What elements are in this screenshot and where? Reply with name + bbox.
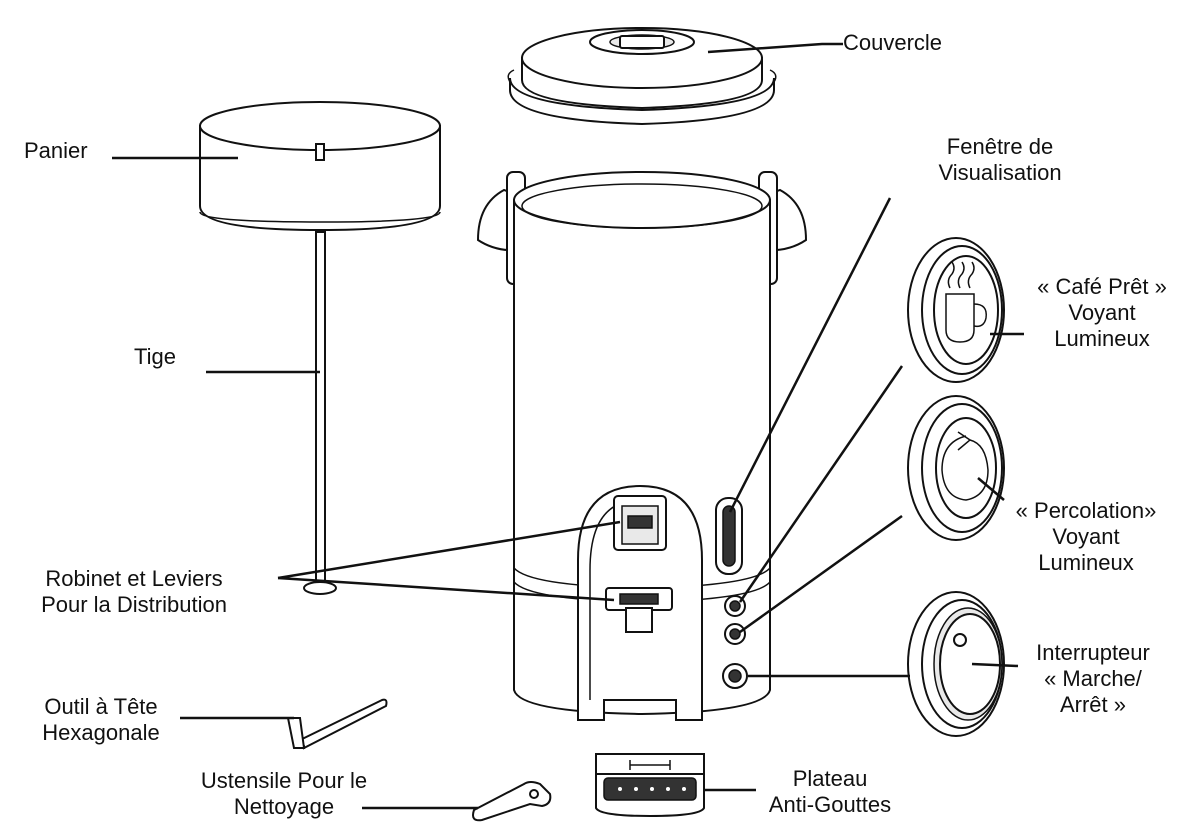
label-outil: Outil à Tête Hexagonale: [20, 694, 182, 746]
leader-robinet-b: [277, 576, 615, 602]
label-ustensile: Ustensile Pour le Nettoyage: [168, 768, 400, 820]
leader-robinet-a: [277, 520, 621, 580]
label-cafe-pret: « Café Prêt » Voyant Lumineux: [1014, 274, 1190, 352]
drip-tray-illustration: [595, 753, 705, 818]
label-outil-line1: Outil à Tête: [44, 694, 158, 719]
label-interrupteur-line1: Interrupteur: [1036, 640, 1150, 665]
label-ustensile-line1: Ustensile Pour le: [200, 768, 368, 793]
label-cafe-pret-line3: Lumineux: [1054, 326, 1150, 351]
label-panier: Panier: [24, 138, 88, 163]
label-percolation-line2: Voyant: [1052, 524, 1120, 549]
label-cafe-pret-line1: « Café Prêt »: [1037, 274, 1167, 299]
power-switch-illustration: [907, 591, 1005, 737]
label-fenetre-line1: Fenêtre de: [946, 134, 1054, 159]
label-percolation-line1: « Percolation»: [1015, 498, 1157, 523]
label-outil-line2: Hexagonale: [42, 720, 160, 745]
leader-fenetre: [728, 197, 892, 513]
cleaning-tool-illustration: [472, 781, 552, 822]
label-interrupteur-line3: Arrêt »: [1059, 692, 1127, 717]
faucet-illustration: [577, 484, 703, 721]
label-plateau-line1: Plateau: [792, 766, 868, 791]
label-plateau-line2: Anti-Gouttes: [768, 792, 892, 817]
perc-light-illustration: [907, 395, 1005, 541]
ready-light-illustration: [907, 237, 1005, 383]
label-fenetre-line2: Visualisation: [938, 160, 1062, 185]
leader-percolation: [739, 514, 903, 634]
label-tige: Tige: [134, 344, 176, 369]
leader-couvercle: [707, 42, 843, 54]
label-couvercle: Couvercle: [843, 30, 943, 55]
label-robinet-line1: Robinet et Leviers: [45, 566, 223, 591]
hex-key-illustration: [286, 698, 388, 750]
stem-illustration: [303, 231, 337, 595]
label-percolation-line3: Lumineux: [1038, 550, 1134, 575]
leader-cafe-pret: [738, 365, 904, 603]
lid-illustration: [507, 27, 777, 126]
label-cafe-pret-line2: Voyant: [1068, 300, 1136, 325]
label-ustensile-line2: Nettoyage: [233, 794, 335, 819]
leader-interr-icon: [971, 662, 1019, 668]
basket-illustration: [199, 101, 441, 232]
leader-perc-icon: [977, 477, 1005, 501]
label-percolation: « Percolation» Voyant Lumineux: [990, 498, 1182, 576]
label-interrupteur: Interrupteur « Marche/ Arrêt »: [1018, 640, 1168, 718]
label-robinet: Robinet et Leviers Pour la Distribution: [6, 566, 262, 618]
label-interrupteur-line2: « Marche/: [1044, 666, 1142, 691]
label-fenetre: Fenêtre de Visualisation: [918, 134, 1082, 186]
label-plateau: Plateau Anti-Gouttes: [752, 766, 908, 818]
leader-lines: [112, 42, 1024, 810]
label-robinet-line2: Pour la Distribution: [41, 592, 227, 617]
